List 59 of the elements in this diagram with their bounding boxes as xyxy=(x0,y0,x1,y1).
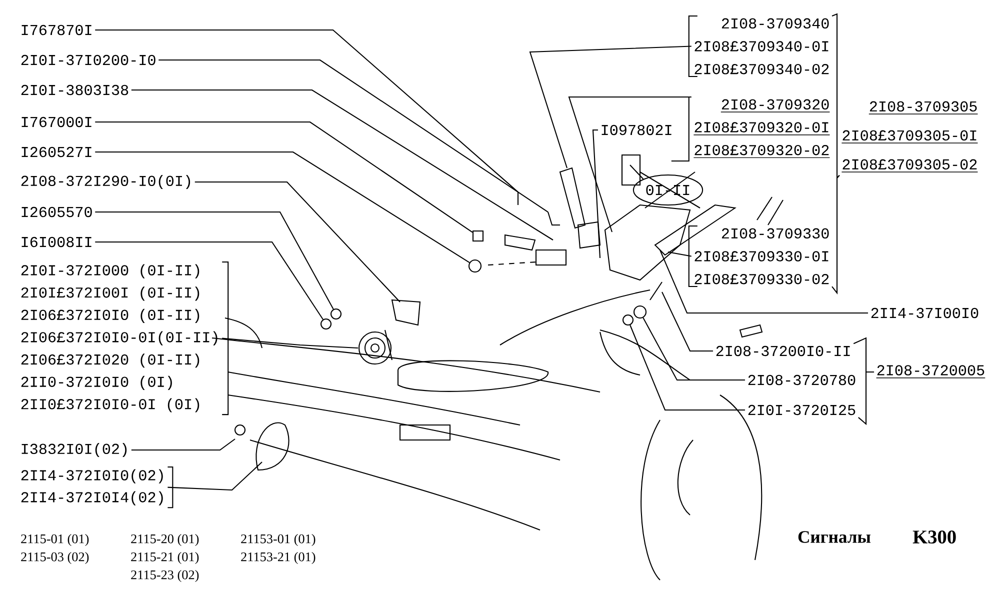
title: Сигналы xyxy=(798,531,870,543)
part-number: I097802I xyxy=(602,124,672,136)
part-number: 2I08-372I290-I0(0I) xyxy=(21,174,190,190)
part-number-list: 2I08-3709340 2I08£3709340-0I 2I08£3709340-02 xyxy=(694,18,829,74)
model-label: 2115-20 (01) xyxy=(131,534,199,546)
model-label: 21153-21 (01) xyxy=(241,552,316,564)
leader-line xyxy=(131,438,236,451)
page-code: K300 xyxy=(912,530,956,544)
model-label: 21153-01 (01) xyxy=(241,534,316,546)
part-number-list: 2I08-3709305 2I08£3709305-0I 2I08£3709305-02 xyxy=(841,101,978,172)
leader-line xyxy=(95,29,518,192)
leader-line xyxy=(95,241,324,320)
bracket-line xyxy=(832,13,840,180)
part-number-list: 2I08-3709330 2I08£3709330-0I 2I08£3709330-02 xyxy=(694,228,829,284)
part-number: 2I0I-37I0200-I0 xyxy=(21,54,156,66)
model-label: 2115-01 (01) xyxy=(21,534,89,546)
part-number: 2II4-37I00I0 xyxy=(871,308,978,318)
leader-line xyxy=(662,292,713,352)
leader-line xyxy=(630,324,745,411)
leader-line xyxy=(660,250,868,314)
bracket-line xyxy=(832,174,840,295)
leader-line xyxy=(95,121,473,233)
nut xyxy=(320,318,332,330)
screw xyxy=(472,230,484,242)
leader-line xyxy=(95,211,334,310)
part-number: I6I008II xyxy=(22,236,92,248)
leader-line xyxy=(568,96,692,232)
nut xyxy=(622,314,634,326)
model-label: 2115-23 (02) xyxy=(131,570,199,582)
model-label: 2115-21 (01) xyxy=(131,552,199,564)
leader-line xyxy=(668,251,692,257)
part-number: 2I0I-3803I38 xyxy=(21,84,128,96)
leader-line xyxy=(194,181,400,302)
leader-line xyxy=(222,338,358,349)
nut xyxy=(468,259,482,273)
leader-line xyxy=(131,89,554,240)
part-number: 2I0I-3720I25 xyxy=(748,404,856,416)
part-number: 2I08-3720005 xyxy=(876,365,986,378)
leader-line xyxy=(95,151,470,263)
part-number: I3832I0I(02) xyxy=(22,442,127,458)
nut xyxy=(633,305,647,319)
leader-line xyxy=(592,129,601,258)
part-number: I767000I xyxy=(22,116,92,128)
part-number-list: 2I0I-372I000 (0I-II) 2I0I£372I00I (0I-II) 2I06£372I0I0 (0I-II) 2I06£372I0I0-0I(0I-II) 2I06£372I020 (0I-II) 2II0-372I0I0 (0I) 2II0£372I0I0-0I (0I) xyxy=(21,264,218,412)
part-number-list: 2II4-372I0I0(02) 2II4-372I0I4(02) xyxy=(21,469,163,506)
part-number: I2605570 xyxy=(22,206,92,218)
part-number: 2I08-37200I0-II xyxy=(716,346,850,356)
model-label: 2115-03 (02) xyxy=(21,552,89,564)
part-number: I260527I xyxy=(22,146,92,158)
part-number: 2I08-3720780 xyxy=(748,374,856,386)
leader-line xyxy=(642,317,745,381)
bracket-line xyxy=(858,371,874,426)
part-number-list: 2I08-3709320 2I08£3709320-0I 2I08£3709320-02 xyxy=(693,99,830,158)
part-number: I767870I xyxy=(22,24,92,36)
nut xyxy=(330,308,342,320)
leader-line xyxy=(168,462,262,491)
leader-line xyxy=(158,59,548,212)
leader-line xyxy=(630,164,644,180)
leader-line xyxy=(529,46,692,168)
